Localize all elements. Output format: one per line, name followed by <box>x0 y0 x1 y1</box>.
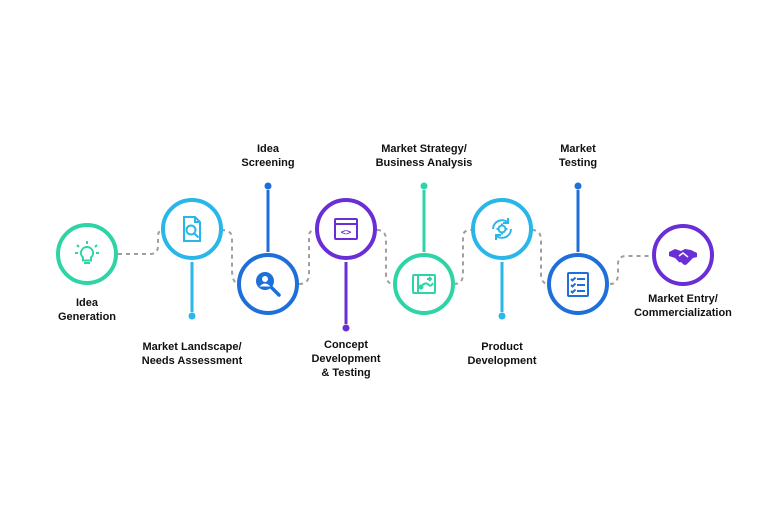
step-concept-development: <> <box>315 198 377 260</box>
lightbulb-icon <box>75 241 99 264</box>
label-idea-screening: Idea Screening <box>241 143 295 169</box>
connector-dash <box>453 229 473 285</box>
label-idea-generation: Idea Generation <box>57 297 117 323</box>
step-market-entry <box>652 224 714 286</box>
label-concept-development: Concept Development & Testing <box>311 339 381 379</box>
step-product-development <box>471 198 533 260</box>
label-market-landscape: Market Landscape/ Needs Assessment <box>141 341 243 367</box>
checklist-icon <box>567 272 589 297</box>
stem-dot <box>574 182 582 190</box>
connector-dash <box>376 229 395 285</box>
handshake-icon <box>669 249 697 265</box>
label-product-development: Product Development <box>467 341 537 367</box>
label-market-strategy: Market Strategy/ Business Analysis <box>375 143 473 169</box>
connector-dash <box>118 229 165 255</box>
code-window-icon: <> <box>334 218 358 240</box>
step-idea-generation <box>56 223 118 285</box>
stem-dot <box>420 182 428 190</box>
step-market-landscape <box>161 198 223 260</box>
magnifier-person-icon <box>256 272 281 297</box>
step-market-testing <box>547 253 609 315</box>
svg-text:<>: <> <box>341 228 352 238</box>
stem-dot <box>188 312 196 320</box>
connector-dash <box>609 255 652 285</box>
document-search-icon <box>183 216 201 242</box>
strategy-map-icon <box>412 274 436 294</box>
step-idea-screening <box>237 253 299 315</box>
gear-cycle-icon <box>492 218 512 240</box>
stem-dot <box>498 312 506 320</box>
label-market-entry: Market Entry/ Commercialization <box>634 293 732 319</box>
connector-dash <box>298 229 317 285</box>
stem-dot <box>264 182 272 190</box>
connector-dash <box>531 229 550 285</box>
label-market-testing: Market Testing <box>558 143 598 169</box>
step-market-strategy <box>393 253 455 315</box>
stem-dot <box>342 324 350 332</box>
